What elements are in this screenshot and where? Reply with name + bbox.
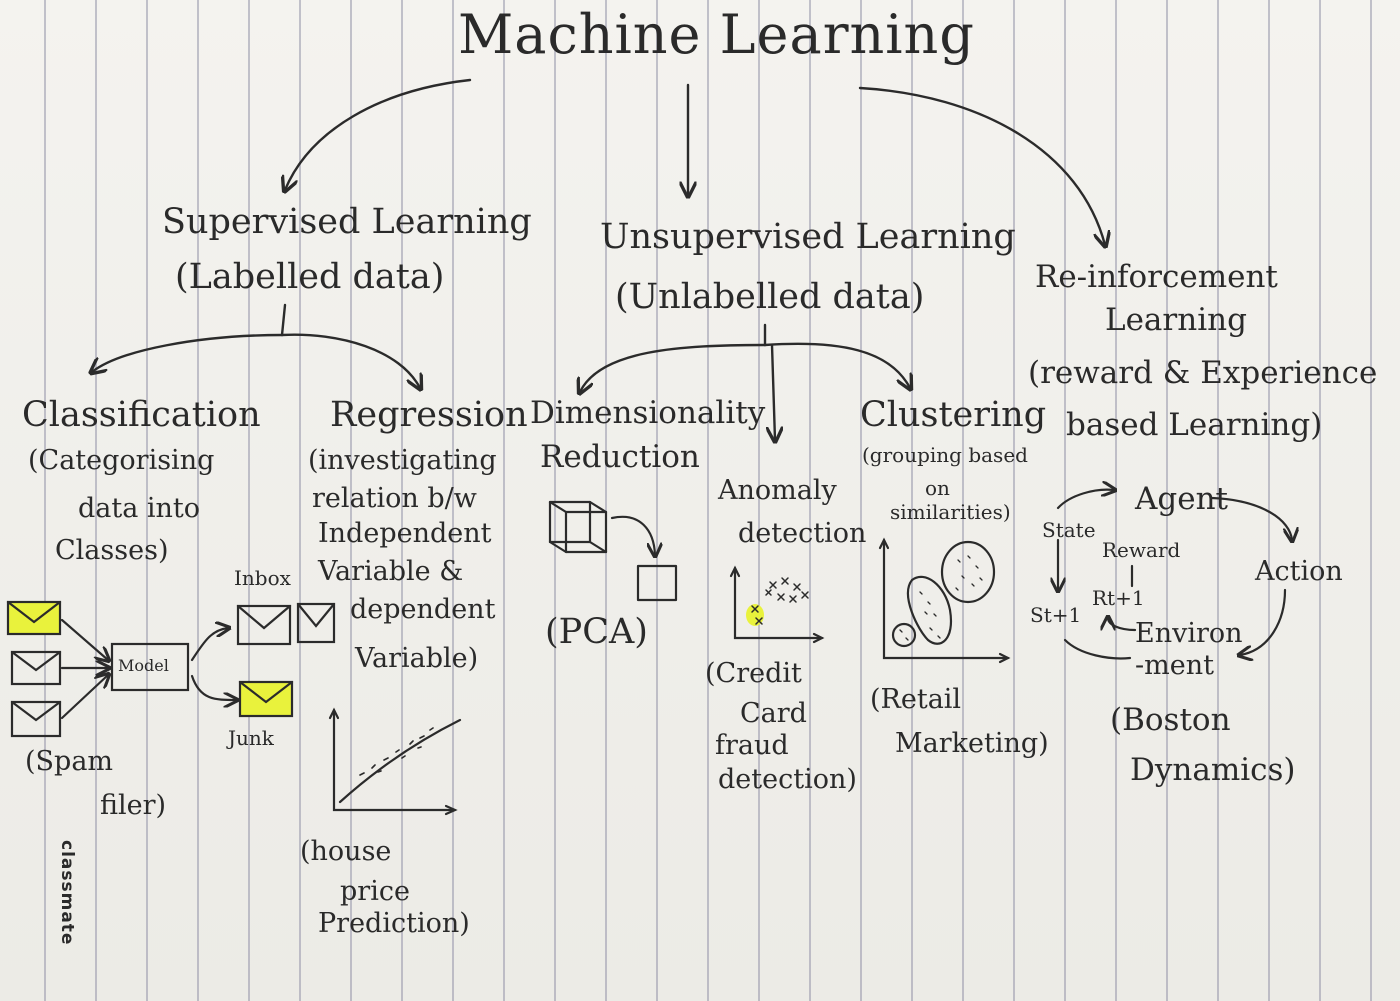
mail-icon [10, 700, 62, 738]
classification-desc-line: (Categorising [28, 445, 215, 476]
classification-example-line: filer) [100, 790, 167, 821]
regression-desc-line: relation b/w [312, 483, 477, 514]
classification-heading: Classification [22, 395, 261, 435]
arrow-to-regression [280, 333, 420, 388]
supervised-heading: Supervised Learning [162, 202, 532, 242]
supervised-stem [280, 303, 287, 337]
spam-filter-illustration [6, 600, 336, 738]
anomaly-heading: Anomaly [718, 475, 837, 506]
reinforcement-heading: Re-inforcement [1035, 259, 1278, 295]
clustering-example-line: (Retail [870, 684, 962, 715]
supervised-note: (Labelled data) [175, 257, 445, 297]
diagram-title: Machine Learning [458, 3, 975, 66]
regression-example-line: Prediction) [318, 908, 470, 939]
clustering-desc-line: (grouping based [862, 443, 1028, 467]
anomaly-example-line: Card [740, 698, 807, 729]
reinforcement-heading: Learning [1105, 302, 1247, 338]
arrow-to-dimensionality [580, 343, 767, 392]
arrow-to-clustering [763, 342, 910, 388]
rl-action-label: Action [1255, 556, 1343, 587]
regression-heading: Regression [330, 395, 528, 435]
clustering-desc-line: on [925, 476, 950, 500]
rl-reward-label: Reward [1102, 538, 1181, 562]
anomaly-heading: detection [738, 518, 867, 549]
cluster [906, 575, 953, 645]
regression-curve [338, 718, 462, 804]
rl-state-label: State [1042, 518, 1096, 542]
pca-illustration [548, 500, 678, 602]
regression-example-line: (house [300, 836, 392, 867]
unsupervised-heading: Unsupervised Learning [600, 217, 1016, 257]
classification-example-line: (Spam [25, 746, 114, 777]
mail-icon [10, 650, 62, 686]
reinforcement-note-line: based Learning) [1066, 407, 1323, 443]
anomaly-example-line: (Credit [705, 658, 802, 689]
classification-desc-line: data into [78, 493, 201, 524]
anomaly-example-line: detection) [718, 764, 857, 795]
rl-rt1-label: Rt+1 [1092, 586, 1145, 610]
regression-desc-line: Variable) [355, 643, 479, 674]
reduced-square [636, 564, 678, 602]
unsupervised-note: (Unlabelled data) [615, 277, 925, 317]
cluster [940, 540, 996, 604]
junk-label: Junk [228, 726, 274, 750]
regression-example-line: price [340, 876, 410, 907]
clustering-heading: Clustering [860, 395, 1047, 435]
arrow-to-classification [92, 333, 284, 372]
arrow-to-anomaly [772, 343, 775, 440]
rl-example-line: Dynamics) [1130, 752, 1296, 788]
anomaly-plot [729, 565, 825, 644]
arrow-to-reinforcement [858, 86, 1105, 245]
regression-desc-line: Independent [318, 518, 492, 549]
dimensionality-example: (PCA) [545, 612, 648, 652]
clustering-desc-line: similarities) [890, 500, 1011, 524]
clustering-example-line: Marketing) [895, 728, 1049, 759]
regression-desc-line: dependent [350, 594, 496, 625]
clustering-plot [878, 537, 1011, 664]
anomaly-example-line: fraud [715, 730, 789, 761]
brand-watermark: classmate [57, 840, 77, 946]
inbox-mail-icon [236, 604, 292, 646]
regression-plot [328, 707, 462, 816]
model-label: Model [118, 656, 169, 675]
inbox-mail-icon [296, 602, 336, 644]
dimensionality-heading: Dimensionality [530, 395, 766, 431]
rl-environment-label: Environ [1135, 618, 1243, 649]
inbox-label: Inbox [234, 566, 291, 590]
rl-st1-label: St+1 [1030, 603, 1082, 627]
regression-desc-line: Variable & [318, 556, 464, 587]
regression-desc-line: (investigating [308, 445, 497, 476]
rl-example-line: (Boston [1110, 702, 1231, 738]
model-box [110, 642, 190, 692]
arrow-to-supervised [285, 78, 472, 190]
rl-environment-label: -ment [1135, 650, 1214, 681]
reinforcement-note-line: (reward & Experience [1028, 355, 1378, 391]
dimensionality-heading: Reduction [540, 439, 700, 475]
classification-desc-line: Classes) [55, 535, 169, 566]
rl-cycle [1058, 490, 1292, 659]
cluster [891, 622, 917, 648]
rl-agent-label: Agent [1135, 481, 1228, 517]
